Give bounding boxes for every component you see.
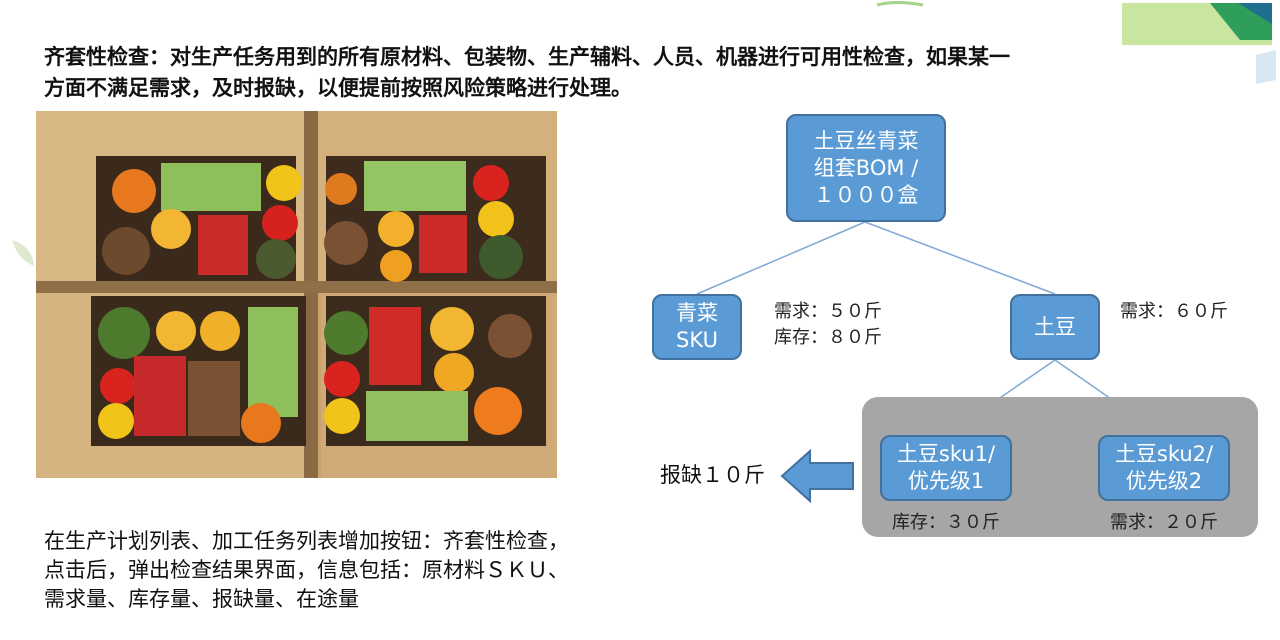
bom-root-node: 土豆丝青菜 组套BOM / １０００盒 xyxy=(786,114,946,222)
shortage-arrow-icon xyxy=(780,449,854,503)
greens-demand-note: 需求：５０斤 xyxy=(774,301,882,322)
potato-sku2-node: 土豆sku2/ 优先级2 xyxy=(1098,435,1230,501)
greens-sku-node: 青菜 SKU xyxy=(652,294,742,360)
shortage-label: 报缺１０斤 xyxy=(660,463,765,487)
potato-node: 土豆 xyxy=(1010,294,1100,360)
connector-root-greens xyxy=(696,221,866,295)
header-line-1: 齐套性检查：对生产任务用到的所有原材料、包装物、生产辅料、人员、机器进行可用性检… xyxy=(44,45,1010,69)
left-leaf-decoration-icon xyxy=(12,240,34,266)
bom-root-line-1: 土豆丝青菜 xyxy=(813,128,919,153)
greens-node-line-1: 青菜 xyxy=(676,301,718,325)
greens-node-line-2: SKU xyxy=(676,328,718,352)
potato-demand-note: 需求：６０斤 xyxy=(1120,301,1228,322)
top-center-decoration-icon xyxy=(876,1,924,7)
header-description: 齐套性检查：对生产任务用到的所有原材料、包装物、生产辅料、人员、机器进行可用性检… xyxy=(44,42,1174,104)
greens-stock-note: 库存：８０斤 xyxy=(774,327,882,348)
connector-root-potato xyxy=(864,221,1056,295)
sku2-node-line-2: 优先级2 xyxy=(1125,469,1203,493)
sku1-stock-note: 库存：３０斤 xyxy=(892,512,1000,533)
bottom-line-1: 在生产计划列表、加工任务列表增加按钮：齐套性检查， xyxy=(44,529,569,553)
header-line-2: 方面不满足需求，及时报缺，以便提前按照风险策略进行处理。 xyxy=(44,76,632,100)
sku1-node-line-1: 土豆sku1/ xyxy=(896,442,996,466)
vegetable-boxes-photo xyxy=(36,111,557,478)
bottom-description: 在生产计划列表、加工任务列表增加按钮：齐套性检查， 点击后，弹出检查结果界面，信… xyxy=(44,527,664,614)
potato-node-label: 土豆 xyxy=(1034,314,1076,339)
vegetable-boxes-photo-icon xyxy=(36,111,557,478)
top-right-decoration-icon xyxy=(1122,3,1276,84)
bottom-line-2: 点击后，弹出检查结果界面，信息包括：原材料ＳＫＵ、 xyxy=(44,558,569,582)
potato-sku1-node: 土豆sku1/ 优先级1 xyxy=(880,435,1012,501)
sku2-node-line-1: 土豆sku2/ xyxy=(1114,442,1214,466)
sku1-node-line-2: 优先级1 xyxy=(907,469,985,493)
bottom-line-3: 需求量、库存量、报缺量、在途量 xyxy=(44,587,359,611)
bom-root-line-3: １０００盒 xyxy=(813,182,919,207)
sku2-demand-note: 需求：２０斤 xyxy=(1110,512,1218,533)
bom-root-line-2: 组套BOM / xyxy=(813,155,919,180)
